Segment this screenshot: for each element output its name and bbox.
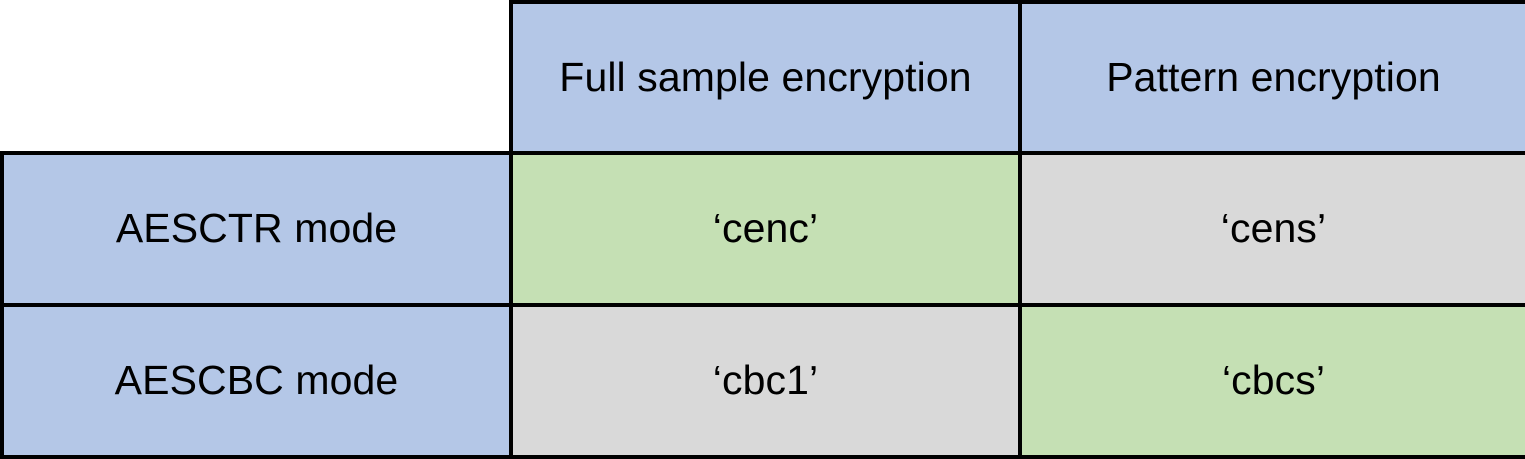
row-header-label: AESCBC mode [114,357,399,404]
row-header-label: AESCTR mode [115,205,398,252]
cell-value: ‘cenc’ [712,205,819,252]
column-header-label: Pattern encryption [1106,53,1441,100]
table-row: AESCBC mode ‘cbc1’ ‘cbcs’ [0,303,1525,459]
table-row: AESCTR mode ‘cenc’ ‘cens’ [0,151,1525,307]
cell-value: ‘cbcs’ [1221,357,1326,404]
cell-aescbc-pattern: ‘cbcs’ [1018,303,1525,459]
column-header-full-sample-encryption: Full sample encryption [509,0,1022,155]
corner-blank-cell [0,0,513,155]
cell-value: ‘cens’ [1220,205,1327,252]
cell-aescbc-full-sample: ‘cbc1’ [509,303,1022,459]
cell-aesctr-pattern: ‘cens’ [1018,151,1525,307]
column-header-label: Full sample encryption [559,53,972,100]
cell-value: ‘cbc1’ [712,357,819,404]
row-header-aescbc-mode: AESCBC mode [0,303,513,459]
row-header-aesctr-mode: AESCTR mode [0,151,513,307]
table-header-row: Full sample encryption Pattern encryptio… [0,0,1525,155]
column-header-pattern-encryption: Pattern encryption [1018,0,1525,155]
cell-aesctr-full-sample: ‘cenc’ [509,151,1022,307]
